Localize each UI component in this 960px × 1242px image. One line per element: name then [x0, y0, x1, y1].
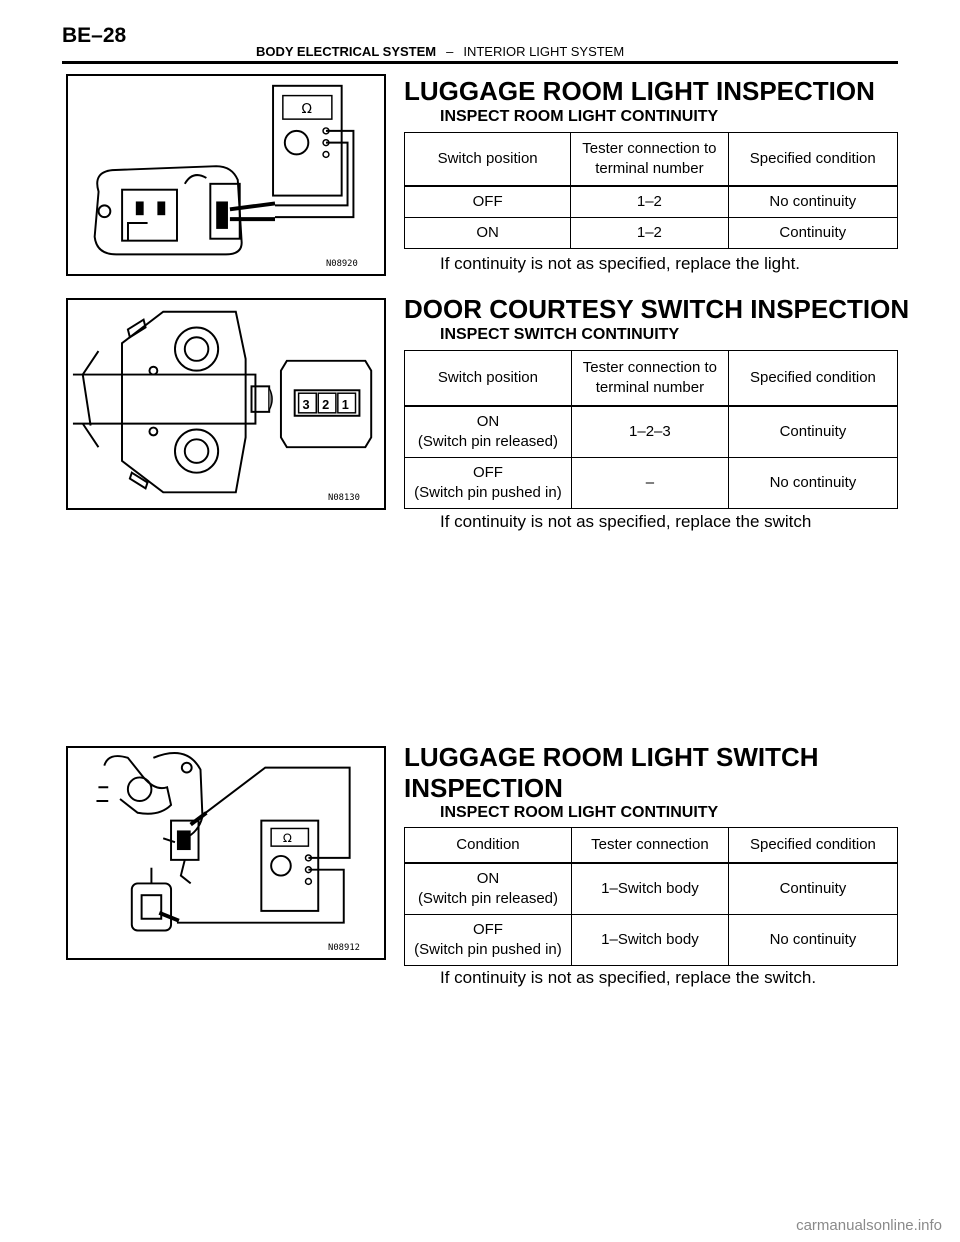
table-row: ON (Switch pin released) 1–Switch body C… [404, 862, 899, 915]
table-cell: 1–2 [570, 217, 729, 249]
table-row: OFF (Switch pin pushed in) – No continui… [404, 457, 899, 509]
figure-luggage-room-light-switch: Ω N08912 [66, 746, 386, 960]
watermark: carmanualsonline.info [796, 1217, 942, 1234]
table-row: ON 1–2 Continuity [403, 217, 899, 249]
subtitle-luggage-room-light-switch: INSPECT ROOM LIGHT CONTINUITY [440, 804, 719, 821]
continuity-table-luggage-room-light: Switch position Tester connection to ter… [403, 132, 899, 249]
table-header-row: Condition Tester connection Specified co… [404, 827, 899, 864]
figure-code: N08130 [328, 493, 360, 503]
subsection-name: INTERIOR LIGHT SYSTEM [463, 44, 625, 59]
column-header: Switch position [404, 350, 572, 407]
luggage-light-diagram: Ω N08920 [93, 84, 358, 269]
continuity-table-door-courtesy-switch: Switch position Tester connection to ter… [404, 350, 899, 509]
table-cell: ON (Switch pin released) [404, 405, 572, 458]
section-name: BODY ELECTRICAL SYSTEM [256, 44, 437, 59]
figure-luggage-room-light: Ω N08920 [66, 74, 386, 276]
pin-label: 1 [342, 397, 349, 412]
figure-code: N08920 [326, 259, 358, 269]
table-cell: – [570, 457, 729, 509]
table-cell: 1–2–3 [570, 405, 729, 458]
table-row: OFF 1–2 No continuity [403, 185, 899, 218]
column-header: Condition [404, 827, 572, 864]
column-header: Specified condition [727, 350, 899, 407]
instruction-note: If continuity is not as specified, repla… [440, 254, 801, 273]
column-header: Tester connection [570, 827, 729, 864]
continuity-table-luggage-room-light-switch: Condition Tester connection Specified co… [404, 827, 899, 966]
luggage-switch-diagram: Ω N08912 [96, 752, 360, 953]
table-cell: OFF (Switch pin pushed in) [404, 457, 572, 509]
table-cell: No continuity [727, 914, 899, 966]
column-header: Specified condition [727, 827, 899, 864]
ohm-symbol-icon: Ω [283, 831, 292, 845]
figure-door-courtesy-switch: 3 2 1 N08130 [66, 298, 386, 510]
table-cell: No continuity [727, 185, 899, 218]
instruction-note: If continuity is not as specified, repla… [440, 512, 812, 531]
section-title-luggage-room-light-switch: LUGGAGE ROOM LIGHT SWITCH INSPECTION [404, 742, 819, 803]
header-rule [62, 61, 898, 64]
table-cell: 1–Switch body [570, 914, 729, 966]
table-cell: 1–Switch body [570, 862, 729, 915]
column-header: Switch position [403, 132, 572, 187]
table-header-row: Switch position Tester connection to ter… [403, 132, 899, 187]
column-header: Tester connection to terminal number [570, 350, 729, 407]
table-row: OFF (Switch pin pushed in) 1–Switch body… [404, 914, 899, 966]
figure-code: N08912 [328, 943, 360, 953]
table-cell: No continuity [727, 457, 899, 509]
table-cell: ON [403, 217, 572, 249]
header-separator: – [446, 44, 454, 59]
pin-label: 2 [322, 397, 329, 412]
table-cell: Continuity [727, 862, 899, 915]
table-cell: OFF (Switch pin pushed in) [404, 914, 572, 966]
section-title-door-courtesy-switch: DOOR COURTESY SWITCH INSPECTION [404, 294, 910, 324]
table-cell: Continuity [727, 405, 899, 458]
table-cell: ON (Switch pin released) [404, 862, 572, 915]
door-courtesy-switch-diagram: 3 2 1 N08130 [72, 310, 373, 503]
column-header: Specified condition [727, 132, 899, 187]
page-number: BE–28 [62, 24, 127, 47]
table-row: ON (Switch pin released) 1–2–3 Continuit… [404, 405, 899, 458]
table-header-row: Switch position Tester connection to ter… [404, 350, 899, 407]
pin-label: 3 [303, 397, 310, 412]
section-title-luggage-room-light: LUGGAGE ROOM LIGHT INSPECTION [404, 76, 875, 106]
subtitle-luggage-room-light: INSPECT ROOM LIGHT CONTINUITY [440, 108, 719, 125]
running-header: BODY ELECTRICAL SYSTEM–INTERIOR LIGHT SY… [256, 44, 624, 59]
column-header: Tester connection to terminal number [570, 132, 729, 187]
table-cell: 1–2 [570, 185, 729, 218]
instruction-note: If continuity is not as specified, repla… [440, 968, 817, 987]
subtitle-door-courtesy-switch: INSPECT SWITCH CONTINUITY [440, 326, 680, 343]
table-cell: Continuity [727, 217, 899, 249]
ohm-symbol-icon: Ω [301, 101, 311, 117]
table-cell: OFF [403, 185, 572, 218]
